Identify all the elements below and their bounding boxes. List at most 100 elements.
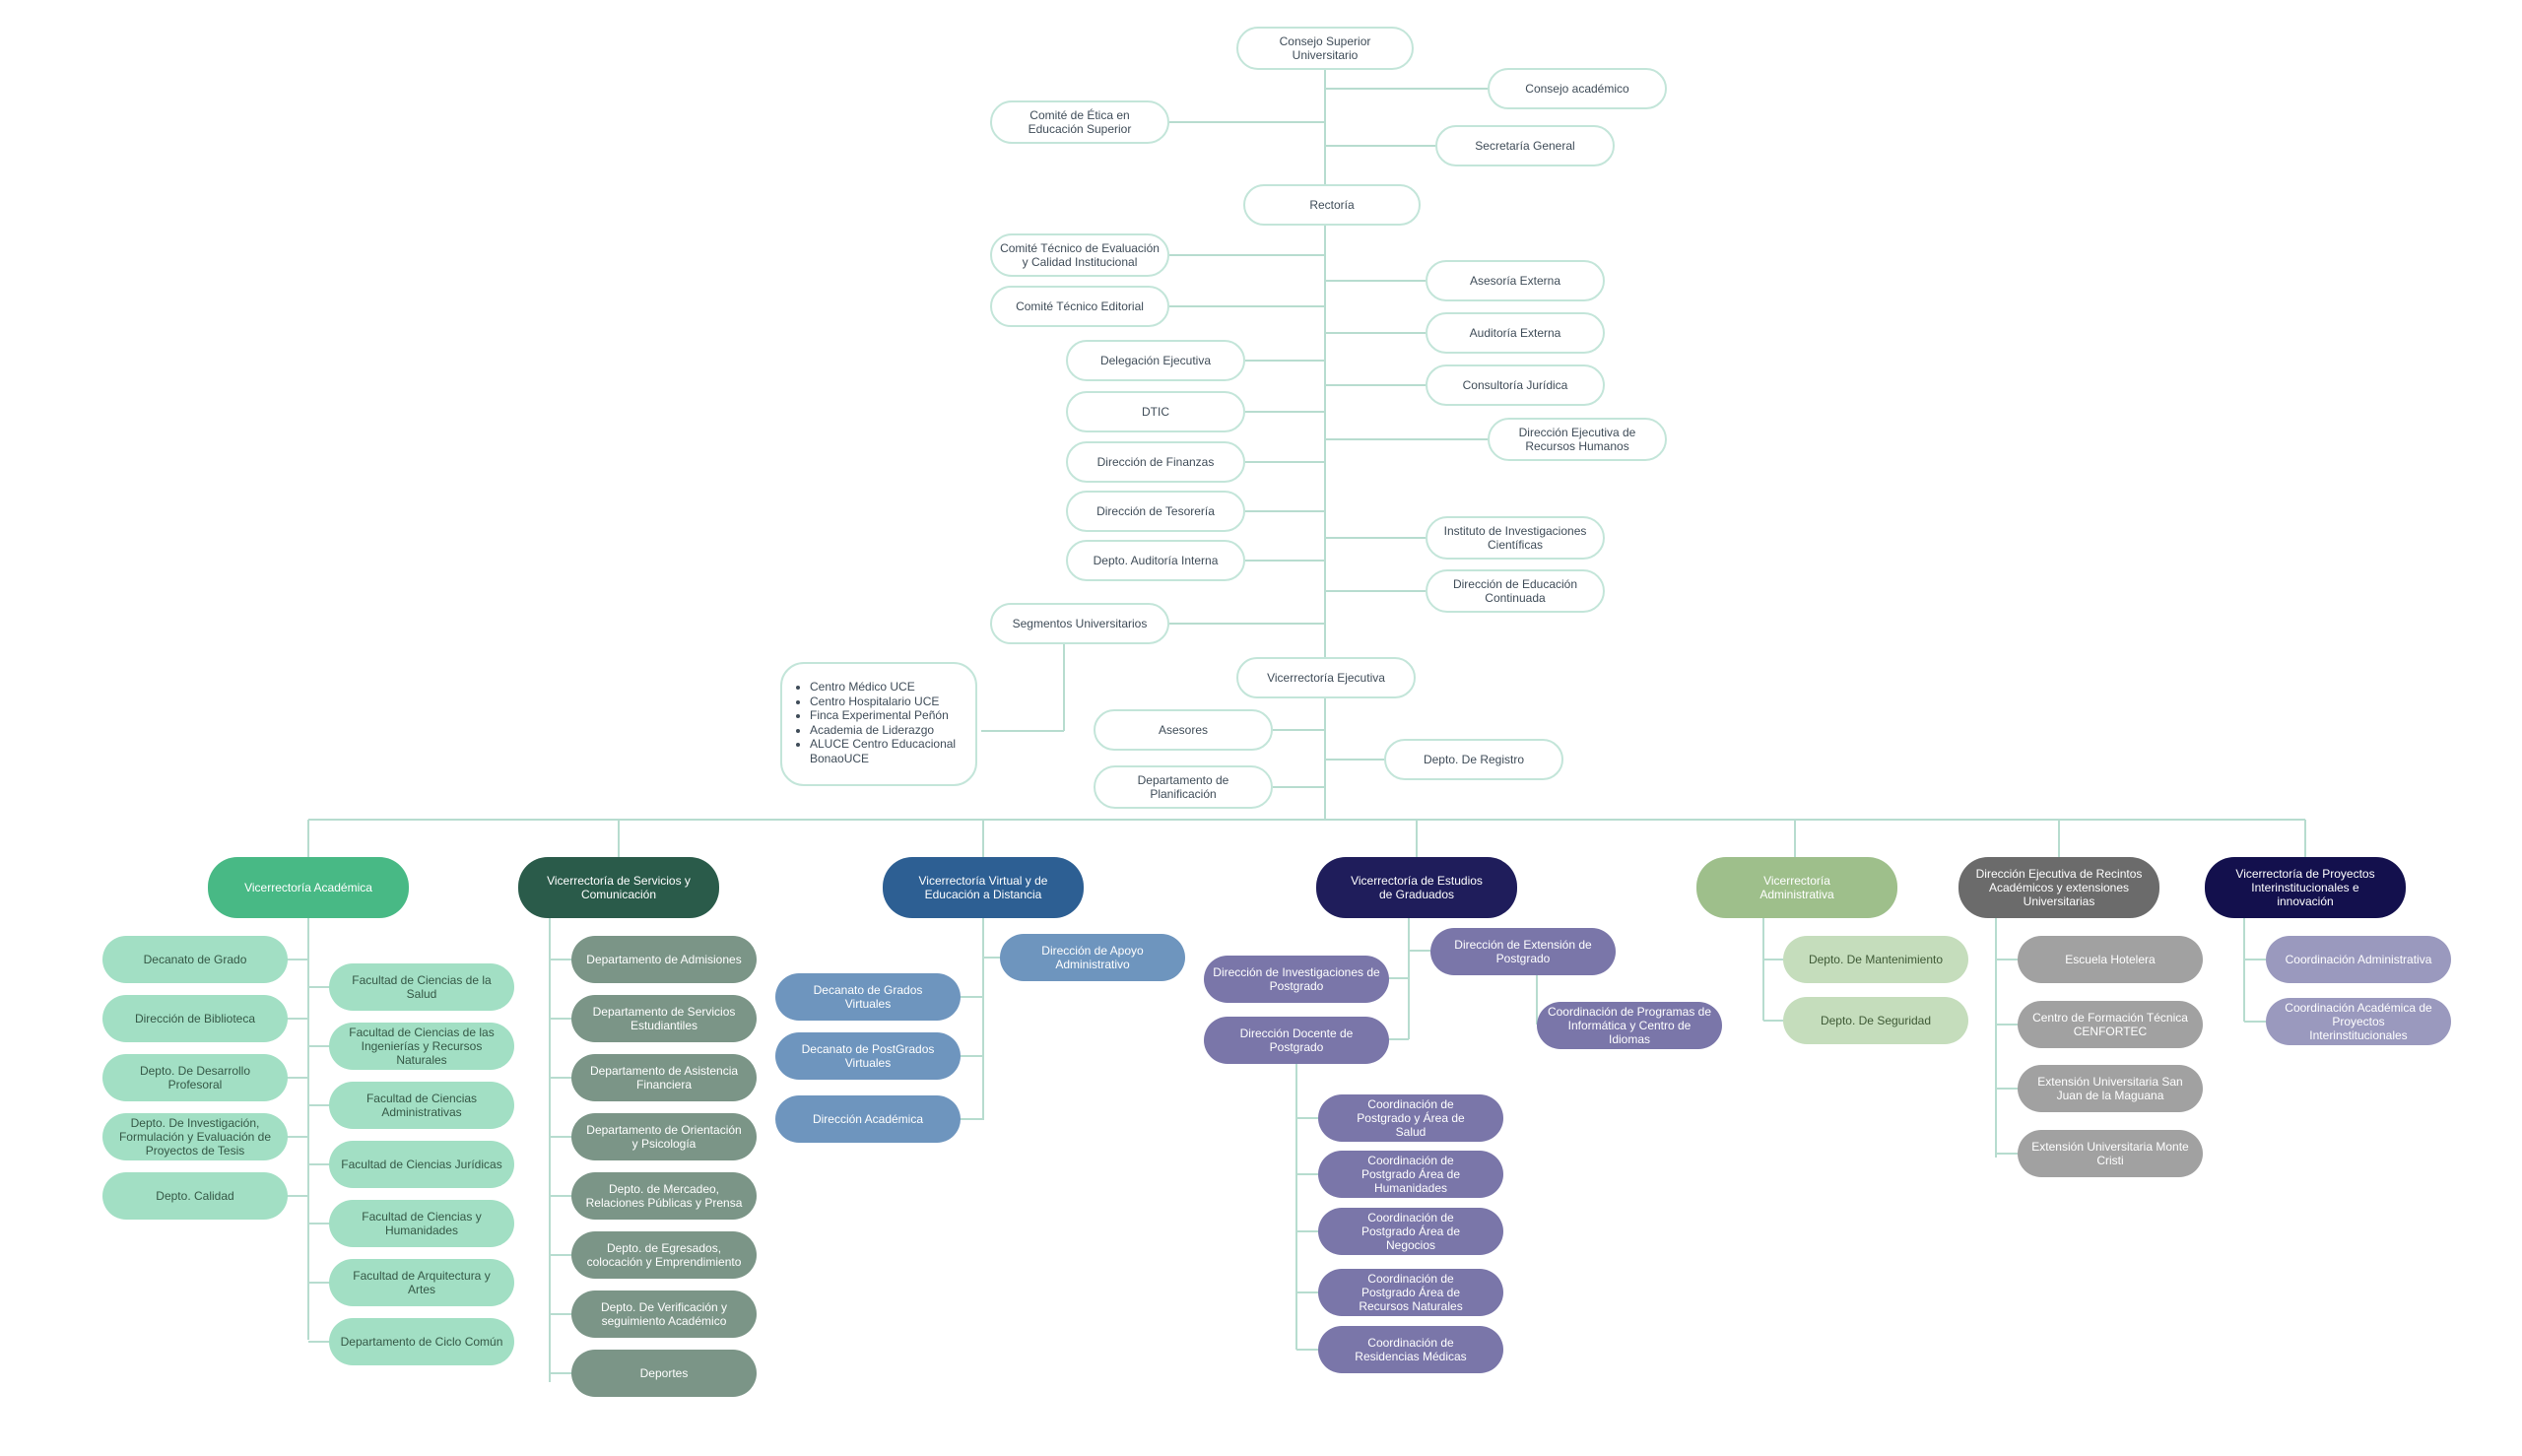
proyectos-item: Coordinación Académica de Proyectos Inte… <box>2266 998 2451 1045</box>
node-label: Departamento de Planificación <box>1137 773 1229 801</box>
node-top-auditoria-interna: Depto. Auditoría Interna <box>1066 540 1245 581</box>
node-label: Comité Técnico Editorial <box>1016 299 1144 313</box>
node-label: Vicerrectoría de Proyectos Interinstituc… <box>2235 867 2375 908</box>
node-label: Depto. De Investigación, Formulación y E… <box>118 1116 272 1158</box>
node-label: Coordinación de Postgrado Área de Humani… <box>1361 1154 1461 1195</box>
servicios-item: Depto. De Verificación y seguimiento Aca… <box>571 1291 757 1338</box>
academica-right-item: Facultad de Ciencias y Humanidades <box>329 1200 514 1247</box>
node-label: Depto. De Registro <box>1423 753 1525 766</box>
node-top-consejo-superior: Consejo Superior Universitario <box>1236 27 1414 70</box>
academica-left-item: Dirección de Biblioteca <box>102 995 288 1042</box>
node-top-tesoreria: Dirección de Tesorería <box>1066 491 1245 532</box>
node-label: Vicerrectoría de Estudios de Graduados <box>1351 874 1483 901</box>
servicios-item: Departamento de Orientación y Psicología <box>571 1113 757 1160</box>
node-top-instituto: Instituto de Investigaciones Científicas <box>1426 516 1605 560</box>
head-proyectos: Vicerrectoría de Proyectos Interinstituc… <box>2205 857 2406 918</box>
segmentos-list-item: Academia de Liderazgo <box>810 723 965 738</box>
graduados-programas: Coordinación de Programas de Informática… <box>1537 1002 1722 1049</box>
node-label: Decanato de PostGrados Virtuales <box>801 1042 935 1070</box>
academica-left-item: Decanato de Grado <box>102 936 288 983</box>
head-graduados: Vicerrectoría de Estudios de Graduados <box>1316 857 1517 918</box>
node-label: Dirección de Investigaciones de Postgrad… <box>1213 965 1380 993</box>
node-top-finanzas: Dirección de Finanzas <box>1066 441 1245 483</box>
node-label: Dirección de Tesorería <box>1096 504 1215 518</box>
node-label: Decanato de Grado <box>143 953 247 966</box>
node-top-educacion-continuada: Dirección de Educación Continuada <box>1426 569 1605 613</box>
node-label: Coordinación de Programas de Informática… <box>1547 1005 1712 1046</box>
node-label: Facultad de Arquitectura y Artes <box>353 1269 491 1296</box>
academica-left-item: Depto. De Investigación, Formulación y E… <box>102 1113 288 1160</box>
node-top-comite-editorial: Comité Técnico Editorial <box>990 286 1169 327</box>
node-top-asesoria-externa: Asesoría Externa <box>1426 260 1605 301</box>
node-label: Departamento de Admisiones <box>586 953 742 966</box>
servicios-item: Depto. de Mercadeo, Relaciones Públicas … <box>571 1172 757 1220</box>
node-top-consultoria-juridica: Consultoría Jurídica <box>1426 364 1605 406</box>
node-label: Facultad de Ciencias Administrativas <box>365 1092 478 1119</box>
virtual-item: Decanato de PostGrados Virtuales <box>775 1032 961 1080</box>
node-top-registro: Depto. De Registro <box>1384 739 1563 780</box>
node-label: Dirección de Apoyo Administrativo <box>1041 944 1144 971</box>
segmentos-list-item: Centro Hospitalario UCE <box>810 695 965 709</box>
node-label: Vicerrectoría Académica <box>244 881 372 894</box>
administrativa-item: Depto. De Mantenimiento <box>1783 936 1968 983</box>
graduados-extension: Dirección de Extensión de Postgrado <box>1430 928 1616 975</box>
node-label: Depto. de Egresados, colocación y Empren… <box>586 1241 742 1269</box>
node-label: Facultad de Ciencias de la Salud <box>352 973 492 1001</box>
node-label: Coordinación de Postgrado Área de Negoci… <box>1361 1211 1461 1252</box>
node-label: Escuela Hotelera <box>2065 953 2156 966</box>
graduados-docente: Dirección Docente de Postgrado <box>1204 1017 1389 1064</box>
virtual-item: Dirección Académica <box>775 1095 961 1143</box>
node-label: Departamento de Ciclo Común <box>340 1335 503 1349</box>
node-label: Departamento de Orientación y Psicología <box>586 1123 742 1151</box>
node-label: Segmentos Universitarios <box>1012 617 1148 630</box>
graduados-coordinacion: Coordinación de Residencias Médicas <box>1318 1326 1503 1373</box>
academica-right-item: Facultad de Arquitectura y Artes <box>329 1259 514 1306</box>
node-top-segmentos: Segmentos Universitarios <box>990 603 1169 644</box>
administrativa-item: Depto. De Seguridad <box>1783 997 1968 1044</box>
node-label: Comité Técnico de Evaluación y Calidad I… <box>1000 241 1160 269</box>
servicios-item: Deportes <box>571 1350 757 1397</box>
node-label: Depto. De Desarrollo Profesoral <box>139 1064 251 1092</box>
academica-left-item: Depto. Calidad <box>102 1172 288 1220</box>
node-label: Coordinación Académica de Proyectos Inte… <box>2285 1001 2432 1042</box>
virtual-item: Decanato de Grados Virtuales <box>775 973 961 1021</box>
node-label: DTIC <box>1142 405 1169 419</box>
node-top-consejo-academico: Consejo académico <box>1488 68 1667 109</box>
node-label: Dirección de Biblioteca <box>134 1012 256 1026</box>
node-label: Decanato de Grados Virtuales <box>813 983 923 1011</box>
head-recintos: Dirección Ejecutiva de Recintos Académic… <box>1958 857 2159 918</box>
node-top-planificacion: Departamento de Planificación <box>1094 765 1273 809</box>
node-label: Vicerrectoría Ejecutiva <box>1267 671 1385 685</box>
graduados-coordinacion: Coordinación de Postgrado Área de Recurs… <box>1318 1269 1503 1316</box>
recintos-item: Extensión Universitaria Monte Cristi <box>2018 1130 2203 1177</box>
node-label: Extensión Universitaria San Juan de la M… <box>2037 1075 2183 1102</box>
node-top-comite-evaluacion: Comité Técnico de Evaluación y Calidad I… <box>990 233 1169 277</box>
node-label: Facultad de Ciencias y Humanidades <box>362 1210 482 1237</box>
node-label: Rectoría <box>1309 198 1355 212</box>
academica-right-item: Facultad de Ciencias Administrativas <box>329 1082 514 1129</box>
node-label: Vicerrectoría Administrativa <box>1759 874 1834 901</box>
node-label: Dirección de Extensión de Postgrado <box>1454 938 1592 965</box>
node-top-asesores: Asesores <box>1094 709 1273 751</box>
node-top-auditoria-externa: Auditoría Externa <box>1426 312 1605 354</box>
node-label: Consultoría Jurídica <box>1462 378 1568 392</box>
recintos-item: Extensión Universitaria San Juan de la M… <box>2018 1065 2203 1112</box>
virtual-apoyo: Dirección de Apoyo Administrativo <box>1000 934 1185 981</box>
node-top-vicerrectoria-ejecutiva: Vicerrectoría Ejecutiva <box>1236 657 1416 698</box>
graduados-investigaciones: Dirección de Investigaciones de Postgrad… <box>1204 956 1389 1003</box>
graduados-coordinacion: Coordinación de Postgrado y Área de Salu… <box>1318 1094 1503 1142</box>
recintos-item: Escuela Hotelera <box>2018 936 2203 983</box>
segmentos-list-item: Finca Experimental Peñón <box>810 708 965 723</box>
node-label: Asesoría Externa <box>1469 274 1561 288</box>
graduados-coordinacion: Coordinación de Postgrado Área de Negoci… <box>1318 1208 1503 1255</box>
graduados-coordinacion: Coordinación de Postgrado Área de Humani… <box>1318 1151 1503 1198</box>
node-label: Depto. De Seguridad <box>1820 1014 1932 1027</box>
servicios-item: Departamento de Servicios Estudiantiles <box>571 995 757 1042</box>
node-label: Depto. Auditoría Interna <box>1093 554 1219 567</box>
academica-right-item: Facultad de Ciencias de la Salud <box>329 963 514 1011</box>
servicios-item: Departamento de Asistencia Financiera <box>571 1054 757 1101</box>
node-label: Coordinación Administrativa <box>2285 953 2432 966</box>
academica-right-item: Facultad de Ciencias de las Ingenierías … <box>329 1023 514 1070</box>
node-label: Consejo Superior Universitario <box>1279 34 1371 62</box>
